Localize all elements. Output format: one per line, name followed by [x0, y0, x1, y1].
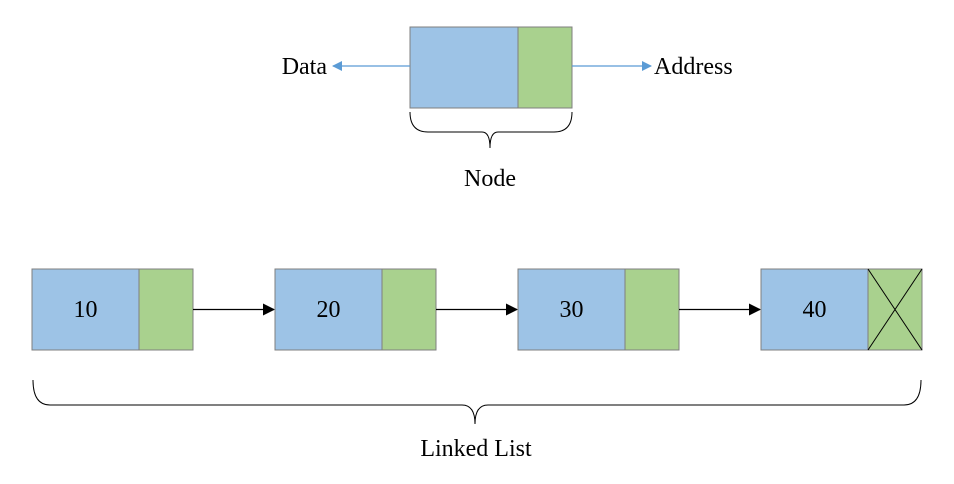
list-node-3-address-cell: [624, 268, 680, 351]
list-node-2-data-cell: [274, 268, 383, 351]
list-node-4-data-cell: [760, 268, 869, 351]
address-label: Address: [654, 54, 733, 80]
null-cross-line: [867, 268, 923, 351]
linked-list: Linked List 10 20 30 40: [31, 268, 923, 462]
list-node-2-address-cell: [381, 268, 437, 351]
list-node-3-data-cell: [517, 268, 626, 351]
node-label: Node: [464, 166, 516, 192]
list-node-1-address-cell: [138, 268, 194, 351]
node-legend: Data Address Node: [282, 26, 733, 192]
list-node-4-value: 40: [803, 297, 827, 323]
node-brace: [409, 111, 573, 149]
list-node-1-value: 10: [74, 297, 98, 323]
data-label: Data: [282, 54, 328, 80]
legend-data-cell: [409, 26, 519, 109]
linked-list-label: Linked List: [420, 436, 532, 462]
list-node-1-data-cell: [31, 268, 140, 351]
list-node-3-value: 30: [560, 297, 584, 323]
legend-address-cell: [517, 26, 573, 109]
list-node-2-value: 20: [317, 297, 341, 323]
list-brace: [32, 379, 922, 425]
